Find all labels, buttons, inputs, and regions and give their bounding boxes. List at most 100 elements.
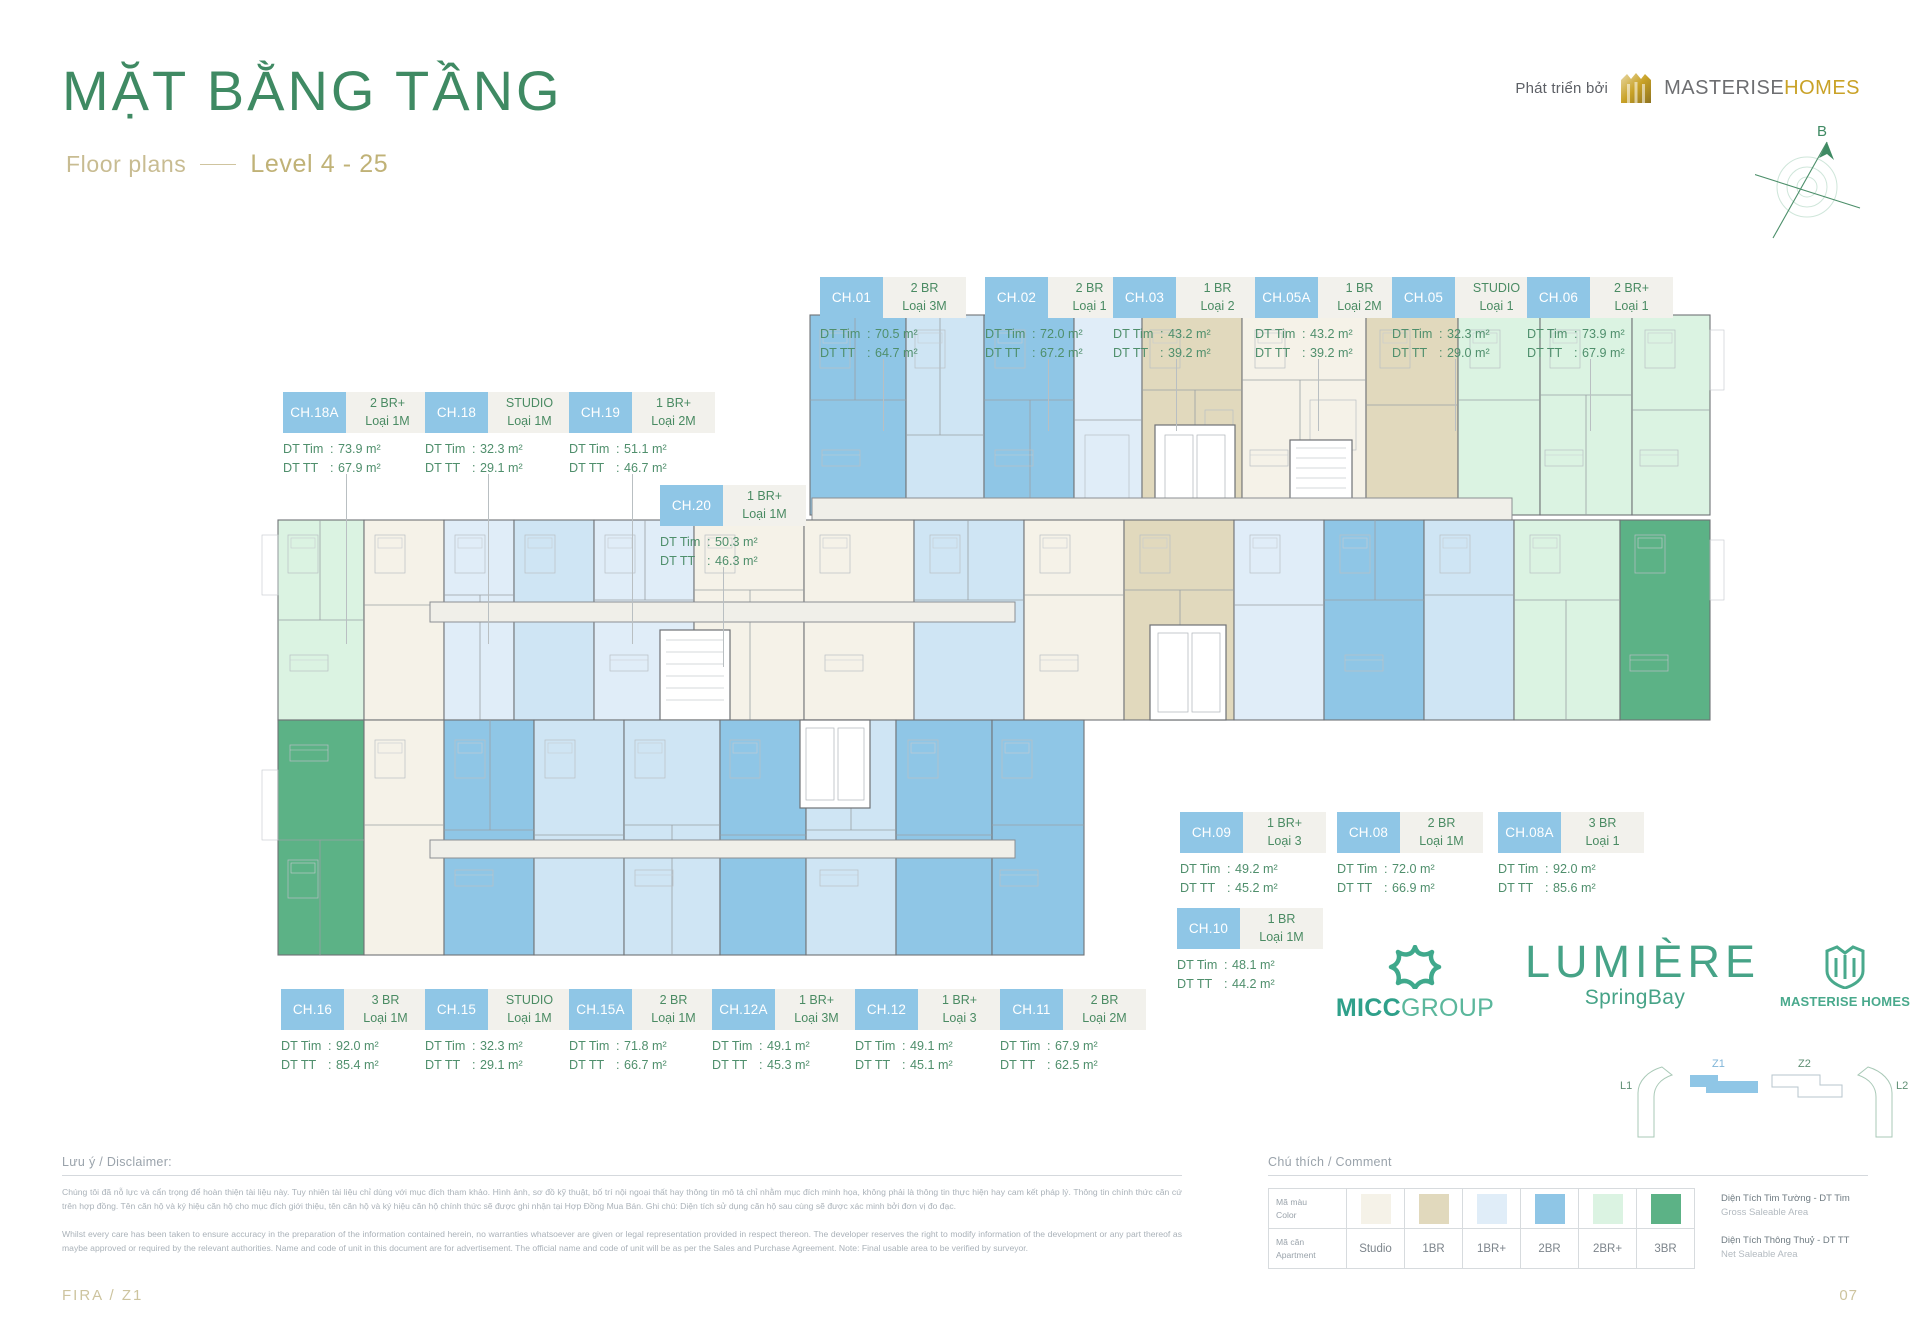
keyplan-z2-label: Z2	[1798, 1058, 1811, 1070]
legend-area-definitions: Diện Tích Tim Tường - DT Tim Gross Salea…	[1721, 1188, 1850, 1262]
plan-core-bottom	[799, 719, 871, 809]
unit-loai: Loại 1M	[742, 506, 787, 521]
footer-right: 07	[1839, 1287, 1858, 1304]
corridor-middle	[429, 601, 1016, 623]
unit-net-value: 29.1 m²	[480, 1058, 523, 1073]
unit-net-key: DT TT	[1177, 977, 1213, 992]
disclaimer-vietnamese: Chúng tôi đã nỗ lực và cẩn trọng để hoàn…	[62, 1187, 1182, 1211]
unit-net-value: 45.1 m²	[910, 1058, 953, 1073]
unit-net-value: 67.9 m²	[1582, 346, 1625, 361]
unit-gross-row: DT Tim:92.0 m²	[1498, 860, 1644, 879]
unit-gross-row: DT Tim:49.1 m²	[712, 1037, 858, 1056]
unit-gross-value: 72.0 m²	[1392, 862, 1435, 876]
micc-star-icon	[1388, 944, 1442, 991]
unit-code: CH.10	[1177, 908, 1240, 949]
unit-gross-key: DT Tim	[1177, 958, 1218, 972]
unit-gross-key: DT Tim	[425, 1039, 466, 1053]
unit-gross-row: DT Tim:48.1 m²	[1177, 956, 1323, 975]
unit-type: 2 BR+Loại 1	[1590, 277, 1673, 318]
unit-net-row: DT TT:29.0 m²	[1392, 344, 1538, 363]
unit-loai: Loại 1M	[651, 1010, 696, 1025]
unit-code: CH.12A	[712, 989, 775, 1030]
unit-bedrooms: 3 BR	[1588, 815, 1617, 830]
unit-loai: Loại 2	[1200, 298, 1235, 313]
masterise-homes-logo: MASTERISE HOMES	[1770, 945, 1920, 1009]
unit-leader-line	[1318, 359, 1319, 431]
unit-gross-key: DT Tim	[1392, 327, 1433, 341]
unit-gross-row: DT Tim:32.3 m²	[425, 1037, 571, 1056]
unit-gross-key: DT Tim	[283, 442, 324, 456]
legend-type-studio: Studio	[1346, 1228, 1405, 1269]
corridor-bottom	[429, 839, 1016, 859]
gross-area-en: Gross Saleable Area	[1721, 1207, 1809, 1219]
disclaimer-block: Lưu ý / Disclaimer: Chúng tôi đã nỗ lực …	[62, 1155, 1182, 1256]
unit-gross-row: DT Tim:72.0 m²	[985, 325, 1131, 344]
unit-gross-row: DT Tim:32.3 m²	[425, 440, 571, 459]
unit-loai: Loại 1M	[507, 413, 552, 428]
unit-bedrooms: 1 BR+	[941, 992, 978, 1007]
subtitle-row: Floor plans Level 4 - 25	[66, 150, 388, 179]
unit-leader-line	[1455, 359, 1456, 431]
unit-net-value: 85.4 m²	[336, 1058, 379, 1073]
unit-gross-key: DT Tim	[569, 442, 610, 456]
unit-net-row: DT TT:44.2 m²	[1177, 975, 1323, 994]
unit-type: 1 BR+Loại 3	[918, 989, 1001, 1030]
unit-net-row: DT TT:29.1 m²	[425, 1056, 571, 1075]
micc-light-text: GROUP	[1400, 994, 1495, 1022]
unit-gross-key: DT Tim	[1180, 862, 1221, 876]
unit-net-row: DT TT:85.4 m²	[281, 1056, 427, 1075]
unit-gross-value: 49.1 m²	[767, 1039, 810, 1053]
compass-rose-icon: B	[1755, 123, 1861, 239]
footer-left: FIRA / Z1	[62, 1287, 144, 1304]
corridor-top	[811, 497, 1513, 521]
legend-swatch-2brplus	[1578, 1188, 1637, 1229]
unit-net-key: DT TT	[1337, 881, 1373, 896]
legend-heading: Chú thích / Comment	[1268, 1155, 1392, 1169]
unit-code: CH.09	[1180, 812, 1243, 853]
micc-bold-text: MICC	[1335, 994, 1401, 1022]
unit-gross-key: DT Tim	[855, 1039, 896, 1053]
unit-net-key: DT TT	[820, 346, 856, 361]
unit-gross-value: 43.2 m²	[1310, 327, 1353, 341]
legend-swatch-2br	[1520, 1188, 1579, 1229]
unit-code: CH.15A	[569, 989, 632, 1030]
compass-north-label: B	[1817, 123, 1827, 140]
lumiere-wordmark: LUMIÈRE	[1525, 936, 1761, 987]
